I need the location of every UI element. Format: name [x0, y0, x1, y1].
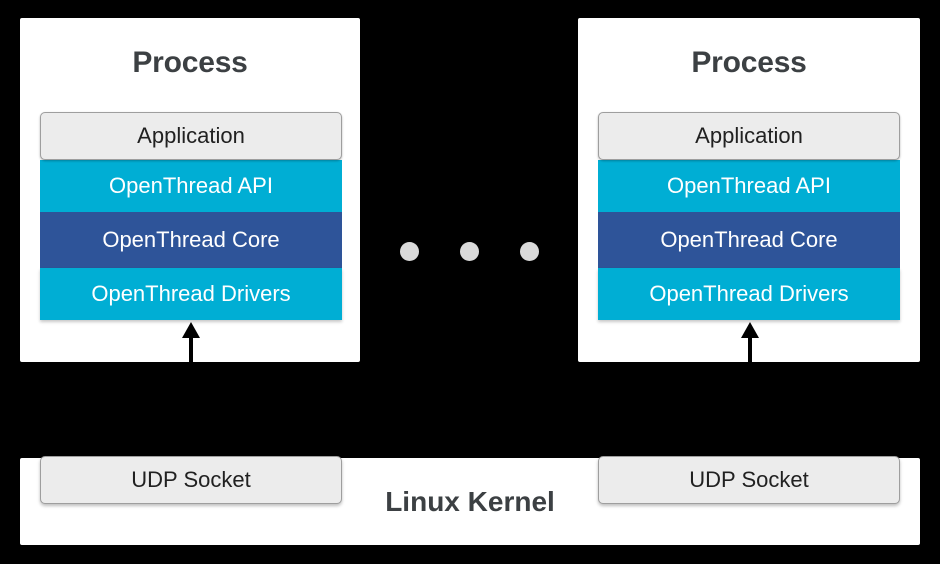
layer-openthread-core-label-right: OpenThread Core — [660, 227, 838, 252]
layer-stack-right: Application OpenThread API OpenThread Co… — [598, 112, 900, 320]
layer-openthread-drivers-label-left: OpenThread Drivers — [91, 281, 291, 306]
ellipsis-dots — [400, 242, 539, 261]
arrow-shaft-left — [189, 332, 193, 362]
layer-openthread-drivers-label-right: OpenThread Drivers — [649, 281, 849, 306]
udp-socket-label-left: UDP Socket — [131, 467, 251, 492]
layer-application-label-right: Application — [695, 123, 803, 148]
ellipsis-dot — [400, 242, 419, 261]
arrow-head-right — [741, 322, 759, 338]
layer-openthread-api-label-left: OpenThread API — [109, 173, 273, 198]
layer-application-left[interactable]: Application — [40, 112, 342, 160]
layer-openthread-core-label-left: OpenThread Core — [102, 227, 280, 252]
layer-openthread-api-right[interactable]: OpenThread API — [598, 160, 900, 212]
arrow-shaft-right — [748, 332, 752, 362]
layer-openthread-drivers-right[interactable]: OpenThread Drivers — [598, 268, 900, 320]
layer-application-right[interactable]: Application — [598, 112, 900, 160]
layer-openthread-api-label-right: OpenThread API — [667, 173, 831, 198]
arrow-up-icon-left — [182, 322, 200, 362]
udp-socket-right[interactable]: UDP Socket — [598, 456, 900, 504]
layer-openthread-core-left[interactable]: OpenThread Core — [40, 212, 342, 268]
arrow-up-icon-right — [741, 322, 759, 362]
process-title-right: Process — [691, 46, 807, 79]
arrow-head-left — [182, 322, 200, 338]
udp-socket-left[interactable]: UDP Socket — [40, 456, 342, 504]
udp-socket-label-right: UDP Socket — [689, 467, 809, 492]
linux-kernel-label: Linux Kernel — [385, 486, 555, 517]
process-title-left: Process — [132, 46, 248, 79]
layer-application-label-left: Application — [137, 123, 245, 148]
layer-stack-left: Application OpenThread API OpenThread Co… — [40, 112, 342, 320]
layer-openthread-drivers-left[interactable]: OpenThread Drivers — [40, 268, 342, 320]
layer-openthread-api-left[interactable]: OpenThread API — [40, 160, 342, 212]
ellipsis-dot — [520, 242, 539, 261]
layer-openthread-core-right[interactable]: OpenThread Core — [598, 212, 900, 268]
ellipsis-dot — [460, 242, 479, 261]
